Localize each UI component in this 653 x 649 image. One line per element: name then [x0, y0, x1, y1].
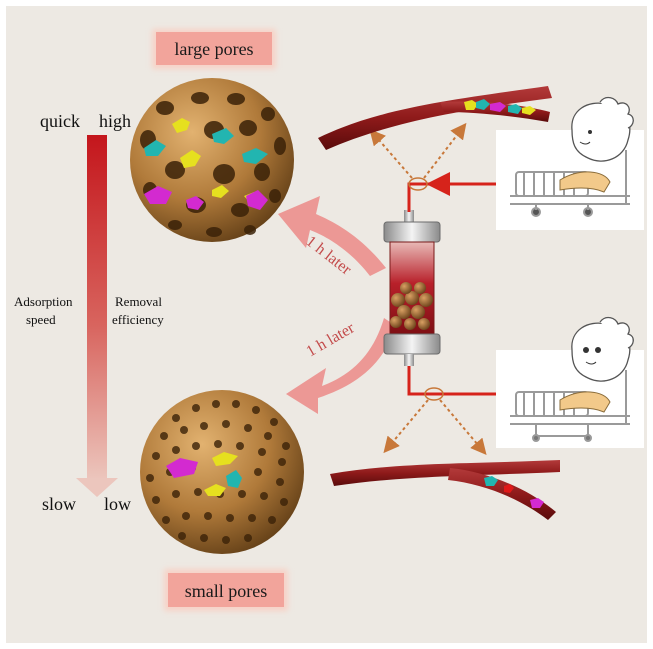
dotted-arrows-upper [369, 122, 467, 179]
slow-label: slow [42, 494, 76, 514]
adsorption-label-line2: speed [26, 312, 56, 327]
adsorption-label-line1: Adsorption [14, 294, 73, 309]
patient-bed-icon-upper [496, 96, 644, 230]
patient-bed-icon-lower [496, 316, 644, 448]
low-label: low [104, 494, 131, 514]
large-pore-sphere-icon [130, 78, 294, 242]
dotted-arrows-lower [383, 399, 487, 456]
quick-label: quick [40, 111, 80, 131]
blood-vessel-icon-lower [330, 460, 560, 520]
blood-vessel-icon-upper [318, 86, 552, 150]
high-label: high [99, 111, 131, 131]
small-pores-label-box: small pores [164, 569, 288, 611]
large-pores-label-box: large pores [152, 29, 276, 69]
large-pores-label: large pores [174, 39, 253, 59]
curved-arrow-upper [278, 196, 386, 276]
removal-label-line1: Removal [115, 294, 162, 309]
removal-label-line2: efficiency [112, 312, 164, 327]
blood-line-lower [407, 366, 526, 406]
trend-arrow [76, 135, 118, 497]
adsorption-column-icon [383, 210, 441, 366]
curved-arrow-lower [286, 318, 396, 414]
small-pore-sphere-icon [140, 390, 304, 554]
small-pores-label: small pores [185, 581, 268, 601]
